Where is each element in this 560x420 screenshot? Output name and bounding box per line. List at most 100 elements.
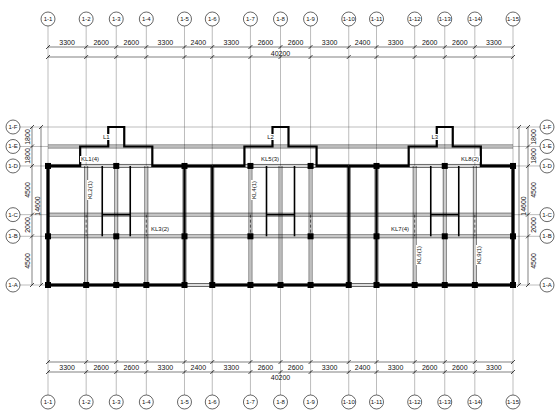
axis-bubble (139, 395, 153, 409)
dimension-tick (413, 370, 417, 374)
dimension-tick (309, 45, 313, 49)
beam-line (144, 166, 145, 285)
axis-bubble (438, 12, 452, 26)
dimension-tick (248, 370, 252, 374)
dimension-tick (182, 360, 186, 364)
axis-number: 1-1 (44, 16, 53, 22)
beam-line (279, 166, 280, 285)
dimension-tick (279, 360, 283, 364)
wall-line (212, 127, 348, 166)
beam-label: KL4(1) (251, 180, 257, 200)
wall-line (430, 166, 432, 236)
wall-line (348, 166, 350, 285)
wall-line (294, 166, 296, 236)
beam-line (185, 166, 186, 285)
dimension-text: 1800 (24, 148, 31, 164)
axis-number: 1-13 (439, 399, 451, 405)
column (374, 282, 380, 288)
beam-label: KL5(3) (260, 156, 280, 162)
dimension-text: 2600 (123, 39, 139, 46)
wall-line (211, 166, 213, 285)
dimension-tick (309, 360, 313, 364)
dimension-tick (114, 55, 118, 59)
axis-number: 1-15 (507, 399, 519, 405)
axis-number: 1-15 (507, 16, 519, 22)
dimension-text: 3300 (388, 364, 404, 371)
column (45, 233, 51, 239)
wall-line (512, 166, 514, 285)
wall-line (101, 166, 103, 236)
beam-label: KL3(2) (150, 226, 170, 232)
column (442, 163, 448, 169)
dimension-text: 2600 (422, 39, 438, 46)
beam-line (310, 215, 311, 237)
dimension-text: 2000 (530, 218, 537, 234)
dimension-tick (144, 45, 148, 49)
axis-number: 1-E (8, 143, 17, 149)
axis-line (212, 26, 213, 395)
axis-number: 1-10 (343, 399, 355, 405)
axis-line (444, 26, 445, 395)
wall-line (184, 165, 212, 167)
dimension-text: 4500 (24, 183, 31, 199)
column (113, 163, 119, 169)
column (510, 163, 516, 169)
dimension-tick (511, 45, 515, 49)
column (278, 282, 284, 288)
dimension-tick (46, 370, 50, 374)
dimension-text: 4500 (530, 183, 537, 199)
axis-line (513, 26, 514, 395)
axis-bubble (304, 395, 318, 409)
axis-number: 1-B (542, 233, 551, 239)
axis-number: 1-A (542, 282, 551, 288)
axis-bubble (304, 12, 318, 26)
dimension-tick (210, 45, 214, 49)
axis-line (310, 26, 311, 395)
beam-label: KL8(2) (460, 156, 480, 162)
axis-bubble (6, 120, 20, 134)
axis-bubble (6, 229, 20, 243)
axis-bubble (468, 395, 482, 409)
axis-bubble (205, 395, 219, 409)
axis-line (20, 236, 540, 237)
axis-bubble (342, 395, 356, 409)
axis-number: 1-2 (82, 399, 91, 405)
axis-line (184, 26, 185, 395)
axis-bubble (408, 395, 422, 409)
axis-number: 1-F (9, 124, 18, 130)
dimension-text: 2600 (452, 39, 468, 46)
axis-number: 1-7 (246, 399, 255, 405)
column (45, 163, 51, 169)
axis-bubble (506, 395, 520, 409)
dimension-tick (182, 370, 186, 374)
axis-number: 1-12 (409, 399, 421, 405)
beam-line (443, 166, 444, 285)
dimension-text: 14600 (34, 196, 41, 215)
beam-line (511, 166, 512, 285)
dimension-text: 2600 (452, 364, 468, 371)
beam-line (414, 215, 415, 237)
dimension-tick (473, 45, 477, 49)
beam-line (378, 166, 379, 285)
axis-line (474, 26, 475, 395)
wall-line (349, 165, 377, 167)
dimension-text: 1800 (24, 129, 31, 145)
wall-line (266, 166, 268, 236)
column (181, 282, 187, 288)
axis-number: 1-11 (371, 16, 383, 22)
axis-bubble (139, 12, 153, 26)
axis-number: 1-9 (306, 16, 315, 22)
column (374, 233, 380, 239)
axis-bubble (41, 12, 55, 26)
wall-line (183, 166, 185, 285)
axis-number: 1-B (8, 233, 17, 239)
dimension-tick (114, 370, 118, 374)
beam-label: KL9(1) (476, 245, 482, 265)
axis-number: 1-7 (246, 16, 255, 22)
dimension-tick (279, 45, 283, 49)
axis-number: 1-6 (208, 399, 217, 405)
beam-line (474, 215, 475, 237)
beam-line (48, 144, 513, 145)
beam-label: L3 (430, 134, 439, 140)
